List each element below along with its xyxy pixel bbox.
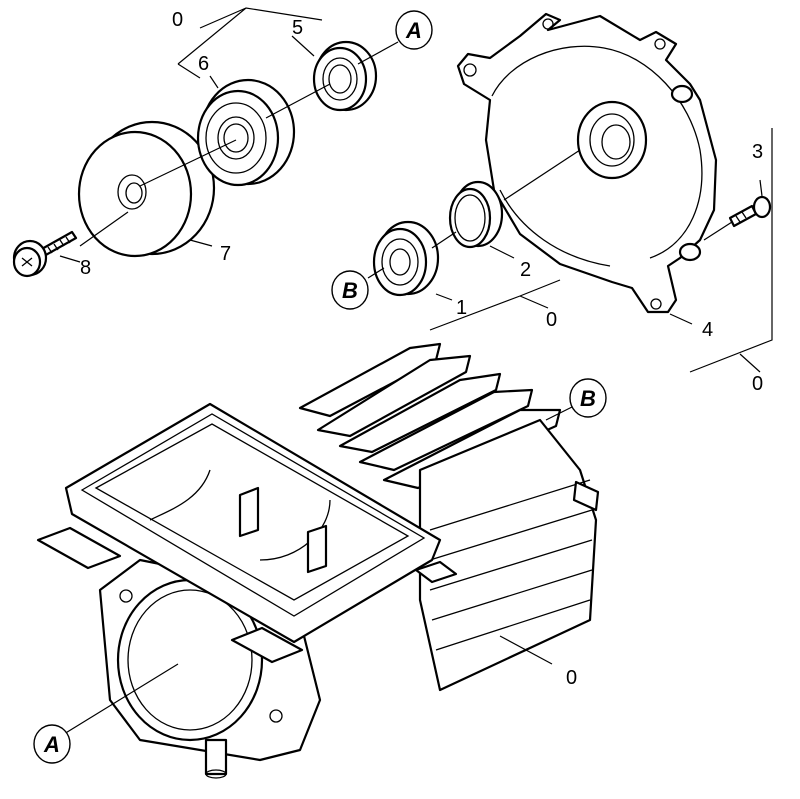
label-4: 4 xyxy=(702,319,713,341)
part-2-ring xyxy=(448,180,504,249)
leader-2-axis xyxy=(503,149,581,201)
tag-a-top-text: A xyxy=(405,18,422,43)
bracket-0-right xyxy=(689,128,773,373)
label-0-mid: 0 xyxy=(546,309,557,331)
leader-a-bottom xyxy=(63,663,179,735)
label-0-bottom: 0 xyxy=(566,667,577,689)
leader-b-axis xyxy=(367,267,385,279)
tag-b-right: B xyxy=(569,378,607,418)
leader-1 xyxy=(435,293,453,301)
part-7-disc xyxy=(77,120,216,258)
part-5-seal xyxy=(312,40,378,112)
label-6: 6 xyxy=(198,53,209,75)
leader-7-axis xyxy=(139,139,237,187)
leader-6 xyxy=(209,75,219,89)
leader-3 xyxy=(759,179,763,197)
part-8-screw xyxy=(12,230,78,278)
label-5: 5 xyxy=(292,17,303,39)
tag-b-right-text: B xyxy=(580,386,596,411)
leader-6-axis xyxy=(265,83,331,119)
leader-0-bottom xyxy=(499,635,553,665)
leader-4 xyxy=(669,313,693,325)
leader-1-axis xyxy=(431,231,457,249)
part-4-housing xyxy=(456,12,718,314)
label-2: 2 xyxy=(520,259,531,281)
leader-8 xyxy=(59,255,81,263)
label-0-top: 0 xyxy=(172,9,183,31)
leader-8-axis xyxy=(79,211,129,247)
label-8: 8 xyxy=(80,257,91,279)
label-3: 3 xyxy=(752,141,763,163)
part-6-bearing xyxy=(196,78,296,187)
part-1-bearing xyxy=(372,220,440,297)
leader-7 xyxy=(189,239,213,247)
tag-a-top: A xyxy=(395,10,433,50)
label-7: 7 xyxy=(220,243,231,265)
leader-5-axis xyxy=(357,41,399,65)
part-3-screw xyxy=(728,195,772,228)
leader-3-axis xyxy=(703,221,733,241)
label-1: 1 xyxy=(456,297,467,319)
leader-b-bottom xyxy=(545,405,575,421)
leader-5 xyxy=(291,35,315,57)
pump-body xyxy=(36,342,600,779)
label-0-right: 0 xyxy=(752,373,763,395)
bracket-0-mid xyxy=(429,279,561,331)
tag-a-bottom-text: A xyxy=(43,732,60,757)
leader-2 xyxy=(489,245,515,259)
tag-a-bottom: A xyxy=(33,724,71,764)
tag-b-mid: B xyxy=(331,270,369,310)
tag-b-mid-text: B xyxy=(342,278,358,303)
bracket-0-top xyxy=(177,7,323,79)
